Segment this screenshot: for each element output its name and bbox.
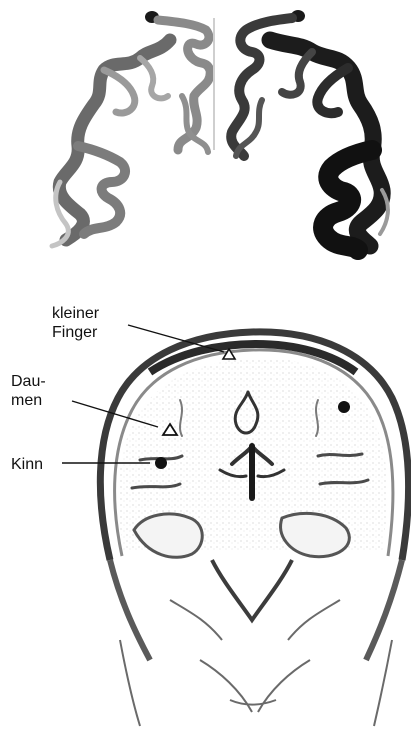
lower-texture <box>120 600 392 726</box>
left-hemisphere-cortex <box>52 20 210 246</box>
mri-coronal-slice <box>62 325 409 726</box>
little-finger-label: kleiner Finger <box>52 304 99 342</box>
right-hemisphere-cortex <box>231 18 388 250</box>
thumb-label: Dau- men <box>11 372 46 410</box>
little-finger-label-line2: Finger <box>52 323 99 342</box>
chin-marker <box>155 457 167 469</box>
top-cortex-panel <box>52 10 388 250</box>
chin-label-line1: Kinn <box>11 455 43 474</box>
brainstem <box>212 560 292 620</box>
thumb-label-line2: men <box>11 391 46 410</box>
chin-label: Kinn <box>11 455 43 474</box>
little-finger-label-line1: kleiner <box>52 304 99 323</box>
lower-skull-base <box>110 560 402 660</box>
right-hemisphere-marker <box>338 401 350 413</box>
thumb-label-line1: Dau- <box>11 372 46 391</box>
